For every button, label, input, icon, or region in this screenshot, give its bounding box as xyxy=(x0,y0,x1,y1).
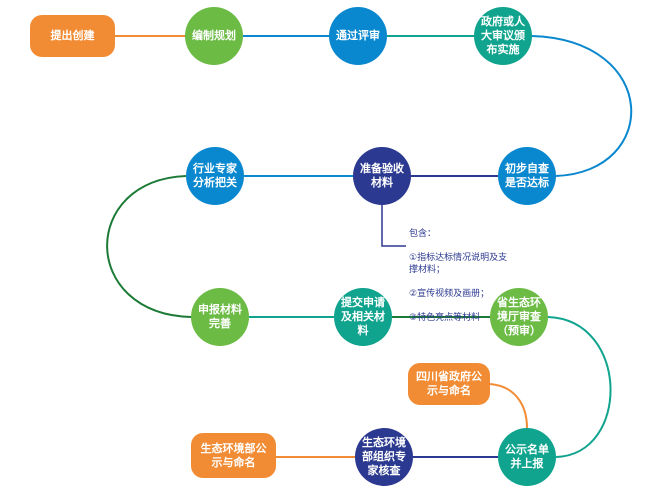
node-publicize-list[interactable]: 公示名单 并上报 xyxy=(498,428,556,486)
link-publicize-provincepub xyxy=(489,383,528,429)
node-selfcheck[interactable]: 初步自查 是否达标 xyxy=(498,147,556,205)
node-ministry-check[interactable]: 生态环境 部组织专 家核查 xyxy=(355,428,413,486)
node-prepare[interactable]: 准备验收 材料 xyxy=(353,147,411,205)
node-submit[interactable]: 提交申请 及相关材 料 xyxy=(334,288,392,346)
note-item: ②宣传视频及画册； xyxy=(409,289,490,299)
materials-note: 包含： ①指标达标情况说明及支 撑材料； ②宣传视频及画册； ③特色亮点等材料 xyxy=(409,216,507,336)
node-province-review[interactable]: 省生态环 境厅审查 （预审） xyxy=(490,288,548,346)
node-enact[interactable]: 政府或人 大审议颁 布实施 xyxy=(474,7,532,65)
node-improve[interactable]: 申报材料 完善 xyxy=(191,288,249,346)
node-start[interactable]: 提出创建 xyxy=(30,15,115,57)
link-province-publicize xyxy=(547,316,612,458)
link-expert-improve xyxy=(106,175,192,318)
node-ministry-publicity[interactable]: 生态环境部公 示与命名 xyxy=(191,433,276,478)
link-enact-selfcheck xyxy=(531,35,633,177)
node-review[interactable]: 通过评审 xyxy=(329,7,387,65)
note-item: ①指标达标情况说明及支 撑材料； xyxy=(409,253,508,275)
node-plan[interactable]: 编制规划 xyxy=(185,7,243,65)
node-expert[interactable]: 行业专家 分析把关 xyxy=(186,147,244,205)
note-title: 包含： xyxy=(409,229,437,239)
node-province-publicity[interactable]: 四川省政府公 示与命名 xyxy=(408,363,490,405)
note-item: ③特色亮点等材料 xyxy=(409,313,481,323)
note-bracket xyxy=(381,205,406,247)
